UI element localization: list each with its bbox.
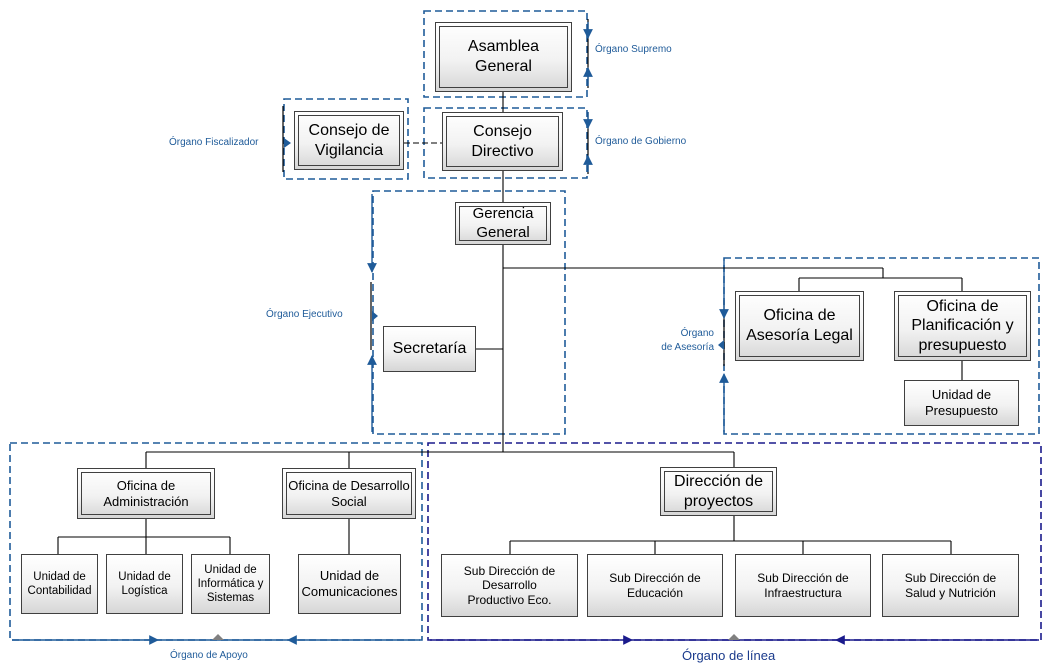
node-consejo-vigilancia: Consejo de Vigilancia bbox=[294, 111, 404, 170]
node-oficina-planificacion: Oficina de Planificación y presupuesto bbox=[894, 291, 1031, 361]
node-unidad-informatica: Unidad de Informática y Sistemas bbox=[191, 554, 270, 614]
node-direccion-proyectos: Dirección de proyectos bbox=[660, 467, 777, 516]
node-sub-infraestructura: Sub Dirección de Infraestructura bbox=[735, 554, 871, 617]
label-organo-fiscalizador: Órgano Fiscalizador bbox=[169, 137, 259, 148]
node-sub-desarrollo-productivo: Sub Dirección de Desarrollo Productivo E… bbox=[441, 554, 578, 617]
node-oficina-administracion: Oficina de Administración bbox=[77, 468, 215, 519]
node-sub-educacion: Sub Dirección de Educación bbox=[587, 554, 723, 617]
label-organo-apoyo: Órgano de Apoyo bbox=[170, 650, 248, 661]
label-organo-gobierno: Órgano de Gobierno bbox=[595, 136, 687, 147]
node-unidad-comunicaciones: Unidad de Comunicaciones bbox=[298, 554, 401, 614]
node-unidad-logistica: Unidad de Logística bbox=[106, 554, 183, 614]
node-oficina-asesoria-legal: Oficina de Asesoría Legal bbox=[735, 291, 864, 361]
node-unidad-contabilidad: Unidad de Contabilidad bbox=[21, 554, 98, 614]
node-asamblea-general: Asamblea General bbox=[435, 22, 572, 92]
node-secretaria: Secretaría bbox=[383, 326, 476, 372]
label-organo-linea: Órgano de línea bbox=[682, 648, 776, 663]
group-supremo-border bbox=[423, 10, 588, 98]
node-oficina-desarrollo-social: Oficina de Desarrollo Social bbox=[282, 468, 416, 519]
label-organo-asesoria: Órgano de Asesoría bbox=[661, 328, 714, 353]
node-sub-salud-nutricion: Sub Dirección de Salud y Nutrición bbox=[882, 554, 1019, 617]
node-unidad-presupuesto: Unidad de Presupuesto bbox=[904, 380, 1019, 426]
node-consejo-directivo: Consejo Directivo bbox=[442, 112, 563, 171]
label-organo-supremo: Órgano Supremo bbox=[595, 44, 672, 55]
node-gerencia-general: Gerencia General bbox=[455, 202, 551, 245]
label-organo-ejecutivo: Órgano Ejecutivo bbox=[266, 309, 343, 320]
